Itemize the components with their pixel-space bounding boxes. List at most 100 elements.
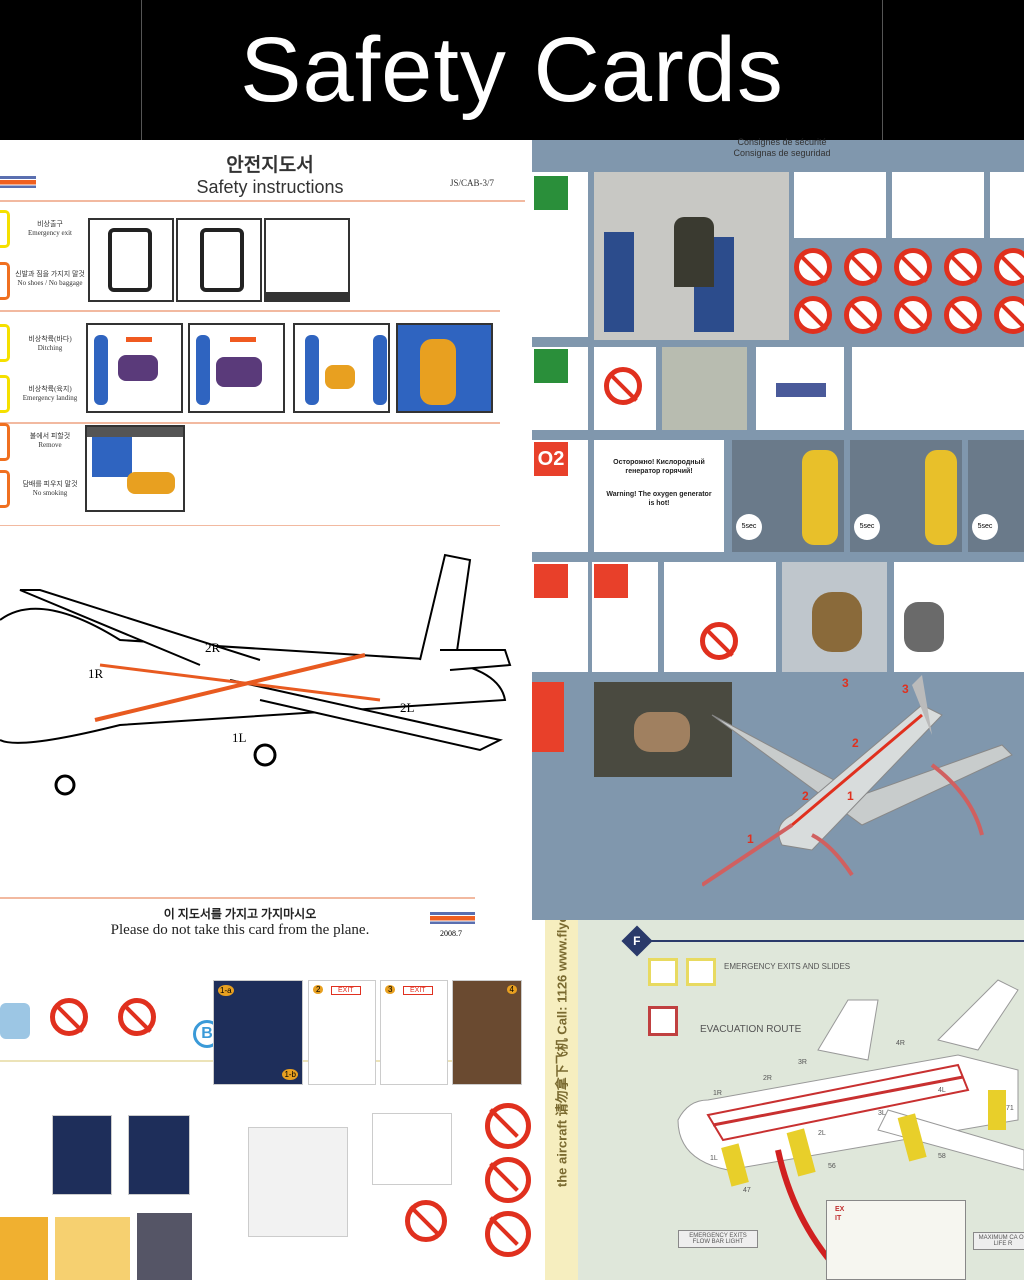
evacuation-card: F EMERGENCY EXITS AND SLIDES EVACUATION …: [578, 920, 1024, 1280]
exit-label-2R: 2R: [205, 640, 221, 655]
no-laptop-icon: [894, 248, 932, 286]
no-microphone-icon: [894, 296, 932, 334]
airline-stripes: [430, 912, 475, 924]
evacuation-route-icon: [648, 1006, 678, 1036]
tab-marker: [0, 324, 10, 362]
seatbelt-fasten-panel: [756, 347, 844, 430]
seatbelt-photo: [892, 172, 984, 238]
door-label: 2R: [763, 1075, 772, 1082]
life-vest-step: [137, 1213, 192, 1280]
door-label: 4L: [938, 1087, 946, 1094]
row-number: 58: [938, 1153, 946, 1160]
tab-marker: [0, 262, 10, 300]
door-label: 3R: [798, 1059, 807, 1066]
no-shoes-icon: [485, 1157, 531, 1203]
evacuation-illustration: [372, 1113, 452, 1185]
seatbelt-photo: [794, 172, 886, 238]
lavatory-photo: [662, 347, 747, 430]
tab-marker: [0, 375, 10, 413]
jump-slide-illustration: [264, 218, 350, 302]
tab-marker: [0, 210, 10, 248]
landing-icon: [534, 349, 568, 383]
no-high-heels-icon: [700, 622, 738, 660]
child-brace-illustration: [396, 323, 493, 413]
life-vest-location: [128, 1115, 190, 1195]
oxygen-mask-photo: 5sec: [732, 440, 844, 552]
divider: [0, 422, 500, 424]
no-baggage-icon: [485, 1103, 531, 1149]
exit-vertical-sign: EXIT: [835, 1206, 845, 1222]
label-ditching: 비상착륙(바다)Ditching: [28, 335, 72, 352]
timer-icon: 5sec: [972, 514, 998, 540]
exit-light-illustration: EXIT: [826, 1200, 966, 1280]
exits-slides-label: EMERGENCY EXITS AND SLIDES: [724, 962, 851, 971]
warning-english: Warning! The oxygen generator is hot!: [606, 491, 712, 507]
no-smoking-icon: [794, 248, 832, 286]
ditching-icon: [534, 564, 568, 598]
footer-korean: 이 지도서를 가지고 가지마시오: [163, 907, 317, 921]
seatbelt-photo: [990, 172, 1024, 238]
evacuation-diagram: 1R 2R 3R 4R 1L 2L 3L 4L 47 56 58 71: [677, 979, 1024, 1273]
exit-label-2L: 2L: [400, 700, 415, 715]
oxygen-mask-photo: 5sec: [968, 440, 1024, 552]
card-footer: 이 지도서를 가지고 가지마시오 Please do not take this…: [70, 905, 410, 939]
max-capacity-label: MAXIMUM CA OF LIFE R: [973, 1232, 1024, 1250]
divider: [648, 940, 1024, 942]
floor-light-label: EMERGENCY EXITS FLOW BAR LIGHT: [678, 1230, 758, 1248]
brace-photo: [782, 562, 887, 672]
brace-position-illustration: [188, 323, 285, 413]
title-english: Safety instructions: [196, 177, 344, 197]
exit-label-1L: 1L: [232, 730, 247, 745]
exit-label-1R: 1R: [88, 666, 104, 681]
footer-english: Please do not take this card from the pl…: [110, 922, 370, 938]
door-label: 1R: [713, 1090, 722, 1097]
exit-number: 3: [902, 682, 909, 696]
warning-russian: Осторожно! Кислородный генератор горячий…: [613, 459, 705, 475]
smoke-crawl-illustration: [85, 425, 185, 512]
divider: [0, 200, 525, 202]
row-number: 47: [743, 1187, 751, 1194]
tab-marker: [0, 423, 10, 461]
airline-stripes: [0, 176, 36, 188]
door-label: 3L: [878, 1110, 886, 1117]
page-title: Safety Cards: [240, 18, 784, 121]
header-bar: Safety Cards: [0, 0, 1024, 140]
takeoff-icon: [534, 176, 568, 210]
oxygen-mask-photo: 5sec: [850, 440, 962, 552]
card-date: 2008.7: [440, 929, 462, 938]
life-vest-step: [0, 1217, 48, 1280]
divider: [0, 897, 475, 899]
no-camera-icon: [994, 296, 1024, 334]
oxygen-warning-panel: Осторожно! Кислородный генератор горячий…: [594, 440, 724, 552]
landing-panel: [532, 347, 588, 430]
card-code: JS/CAB-3/7: [450, 178, 495, 188]
brace-photo: [894, 562, 1024, 672]
door-label: 1L: [710, 1155, 718, 1162]
regulation-text-panel: [852, 347, 1024, 430]
label-emergency-landing: 비상착륙(육지)Emergency landing: [22, 385, 78, 402]
door-label: 4R: [896, 1040, 905, 1047]
no-tablet-icon: [944, 248, 982, 286]
slide-icon: [686, 958, 716, 986]
timer-icon: 5sec: [736, 514, 762, 540]
no-device-fire-icon: [50, 998, 88, 1036]
divider: [0, 310, 500, 312]
door-label: 2L: [818, 1130, 826, 1137]
slide-illustration: [248, 1127, 348, 1237]
oxygen-icon: O2: [534, 442, 568, 476]
tab-marker: [0, 470, 10, 508]
exit-door-illustration: [88, 218, 174, 302]
row-number: 56: [828, 1163, 836, 1170]
exit-door-illustration: [176, 218, 262, 302]
cabin-photo: [594, 172, 789, 340]
no-smoking-icon: [604, 367, 642, 405]
ditching-panel: [592, 562, 658, 672]
exit-icon: [648, 958, 678, 986]
oxygen-panel: O2: [532, 440, 588, 552]
no-phone-icon: [844, 248, 882, 286]
